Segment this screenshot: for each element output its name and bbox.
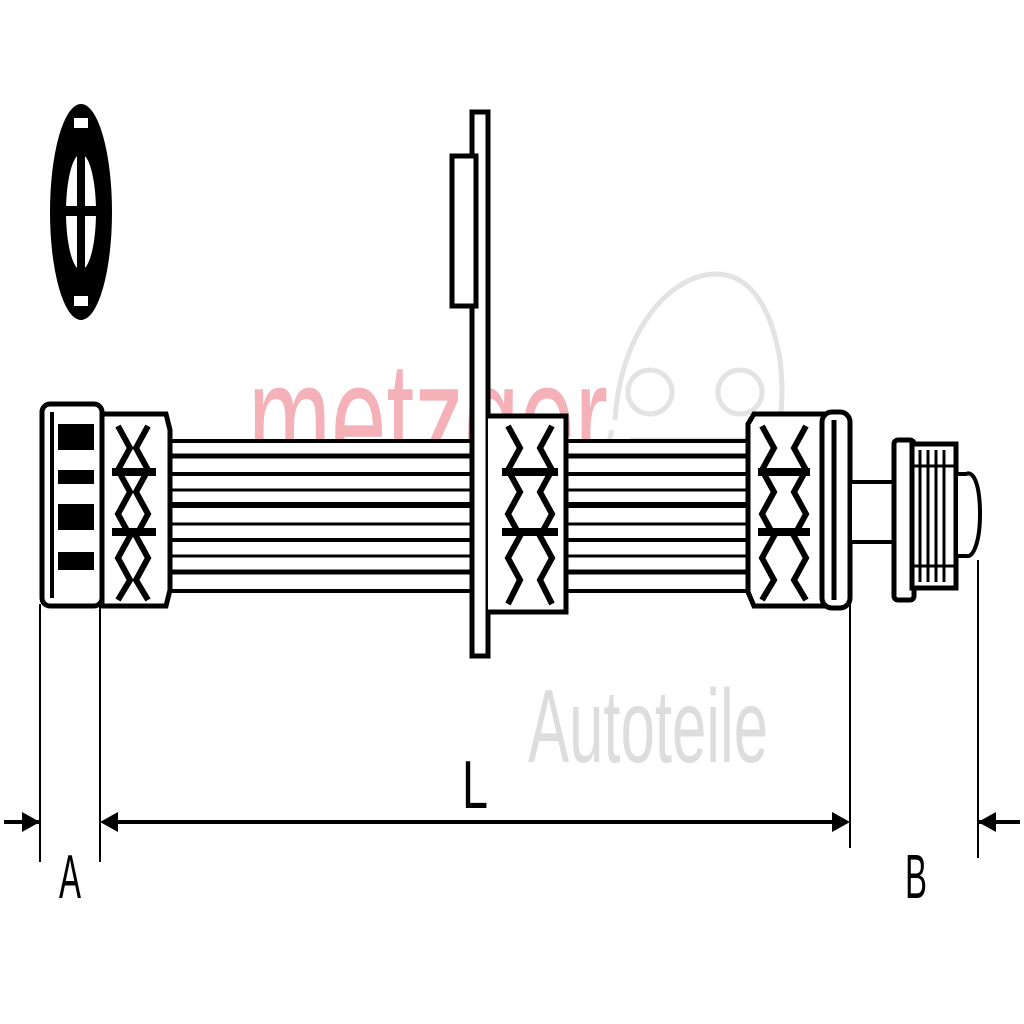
length-label: L [462,747,488,823]
fitting-end-view-icon [50,104,112,320]
dimension-lines [4,560,1020,862]
hose-body [158,439,762,593]
fitting-a [39,401,173,609]
tagline-watermark: Autoteile [528,669,768,785]
mounting-bracket [449,109,569,659]
end-b-label: B [905,843,927,912]
fitting-b [745,409,983,611]
dimension-arrows [22,812,996,832]
end-a-label: A [59,843,81,912]
